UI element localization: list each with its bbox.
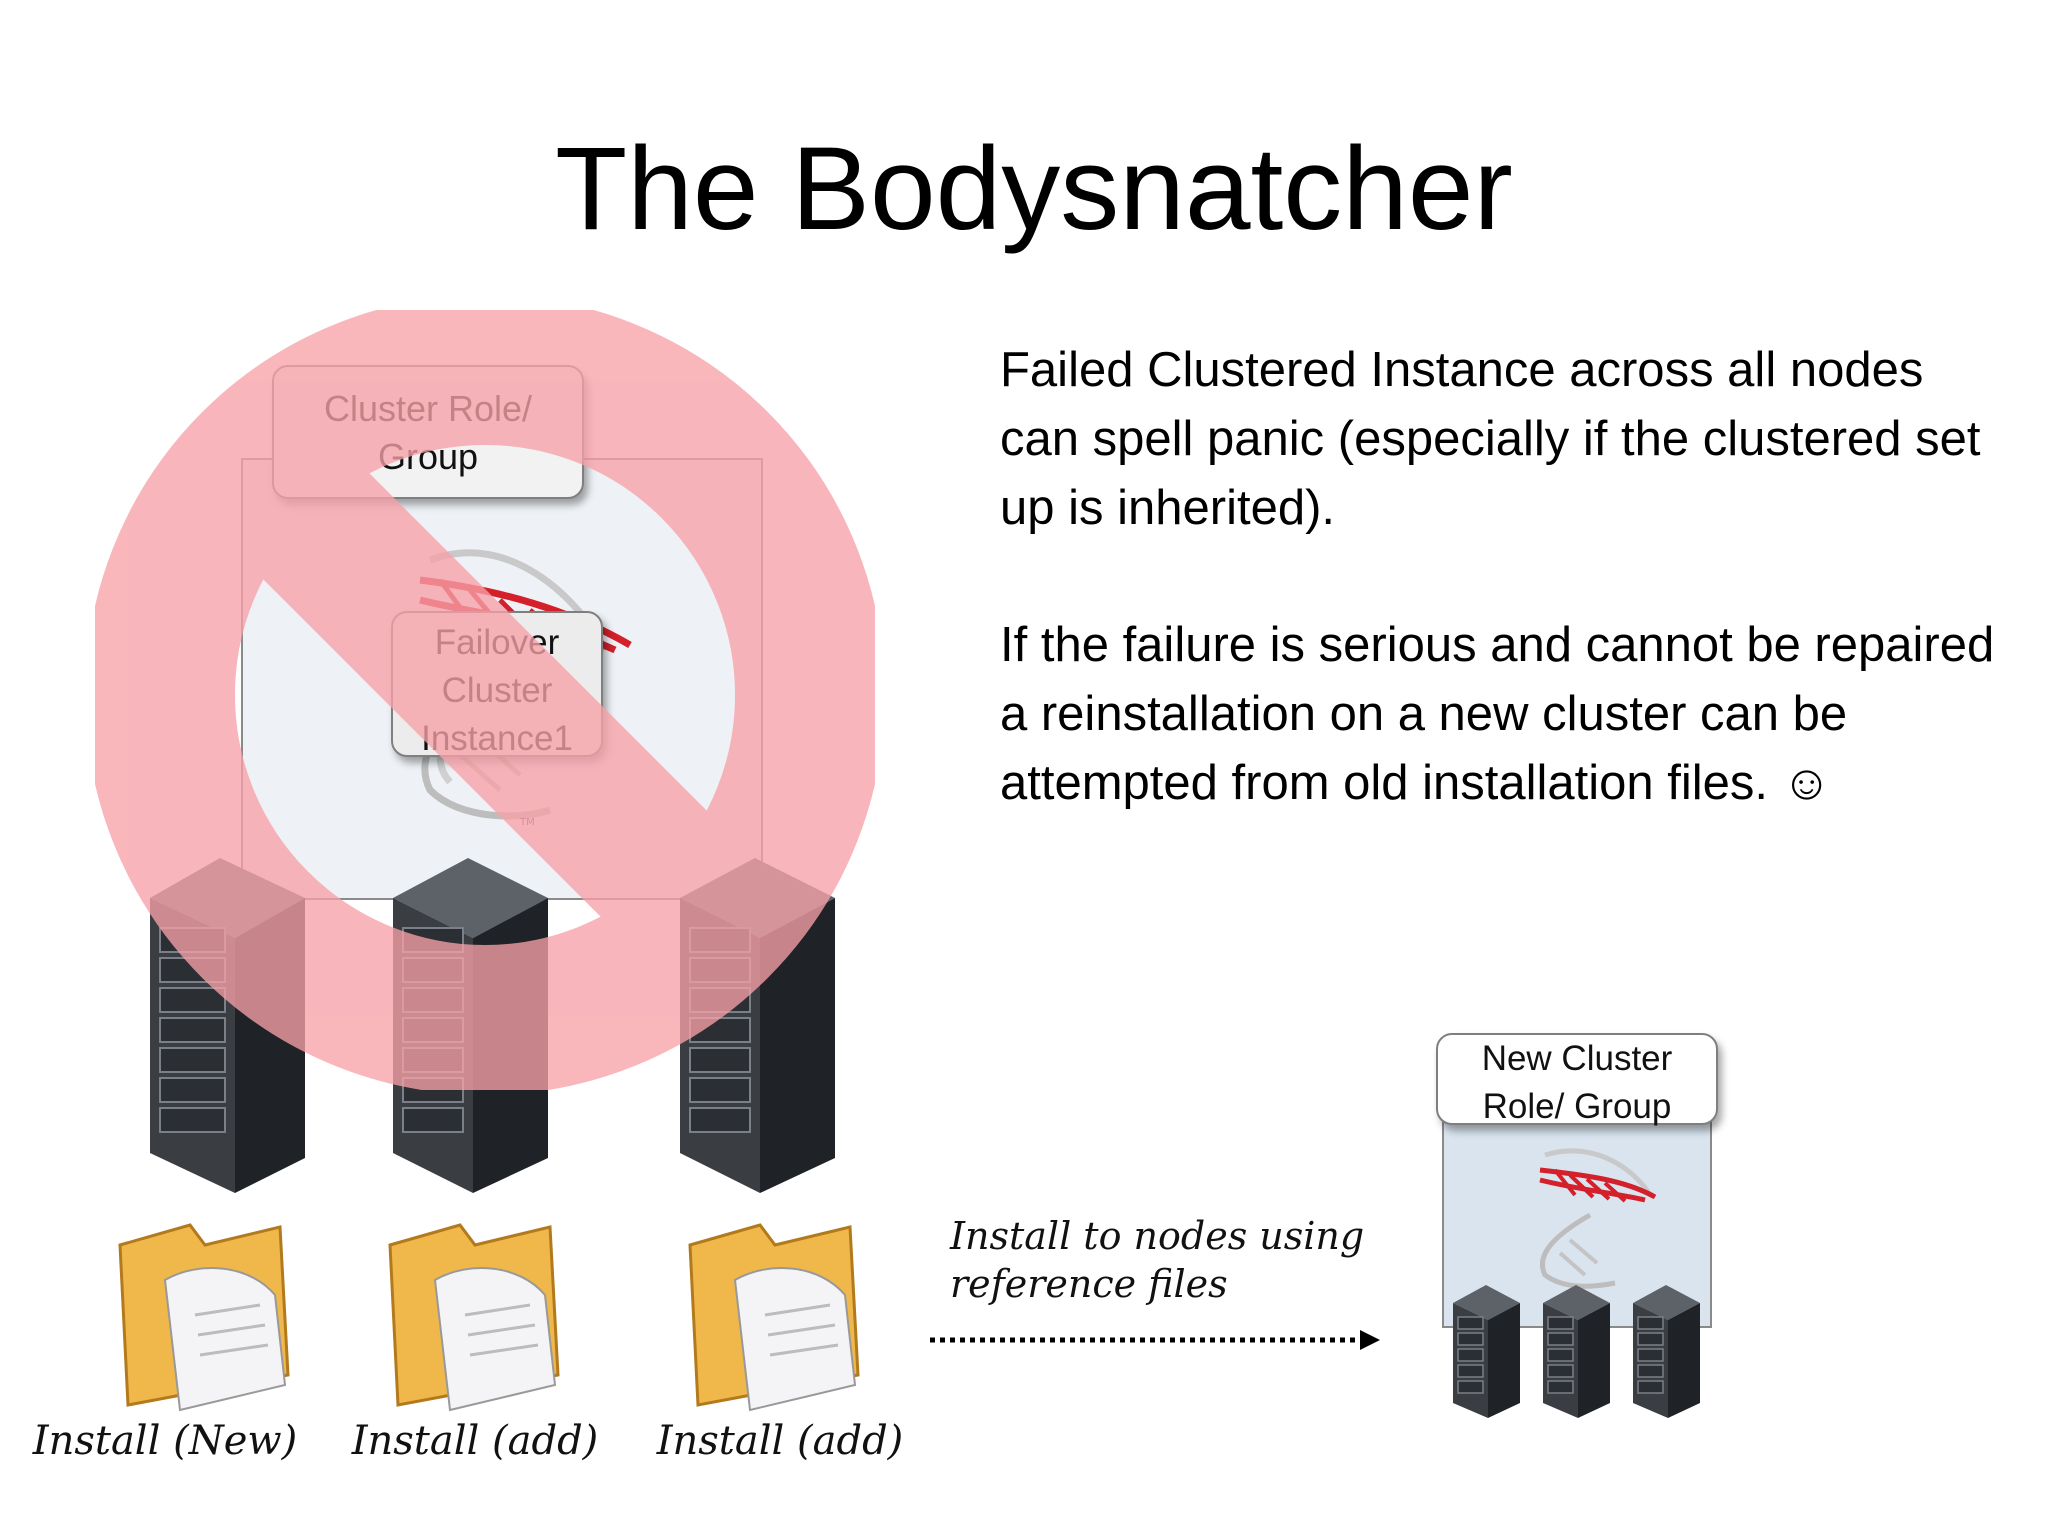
folder-with-document-icon <box>388 1223 560 1412</box>
install-label-add-2: Install (add) <box>656 1418 904 1464</box>
install-label-add-1: Install (add) <box>351 1418 599 1464</box>
new-cluster-role-group-box: New Cluster Role/ Group <box>1436 1033 1718 1126</box>
folder-with-document-icon <box>118 1223 290 1412</box>
slide-title: The Bodysnatcher <box>555 123 1513 255</box>
paragraph-failed-instance: Failed Clustered Instance across all nod… <box>1000 343 1981 535</box>
install-note: Install to nodes using reference files <box>950 1214 1365 1306</box>
folder-with-document-icon <box>688 1223 860 1412</box>
install-label-new: Install (New) <box>32 1418 298 1464</box>
server-rack-icon <box>1453 1285 1520 1418</box>
dotted-arrow-icon <box>930 1330 1380 1350</box>
no-entry-sign-icon <box>95 310 875 1090</box>
paragraph-reinstall: If the failure is serious and cannot be … <box>1000 618 1995 810</box>
server-rack-icon <box>1633 1285 1700 1418</box>
server-rack-icon <box>1543 1285 1610 1418</box>
sql-server-logo-icon <box>1539 1148 1657 1289</box>
